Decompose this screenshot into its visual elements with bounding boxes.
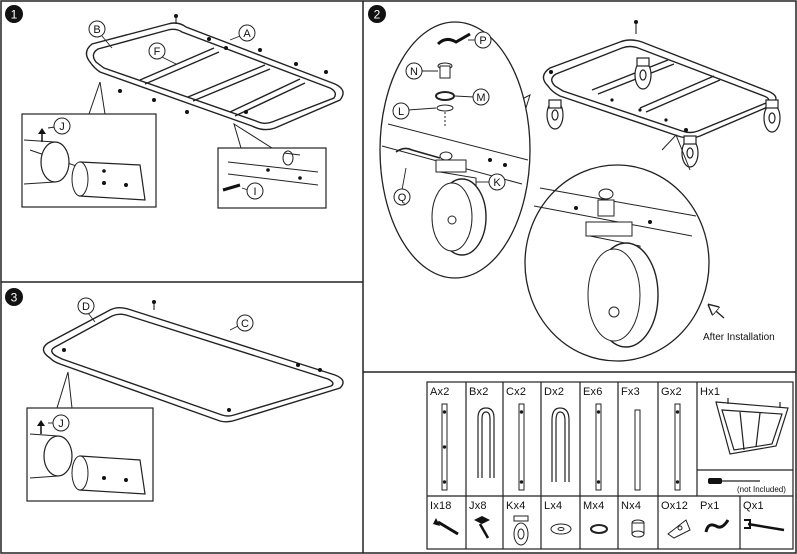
svg-text:N: N	[410, 66, 418, 78]
step-3-screws	[62, 300, 322, 412]
part-label-C: Cx2	[506, 386, 526, 398]
part-label-K: Kx4	[506, 500, 526, 512]
part-L-washer-icon	[550, 523, 572, 535]
step-1-screws	[118, 14, 328, 114]
callout-A: A	[229, 24, 256, 42]
step-2-panel: 2	[368, 5, 781, 362]
step-3-number: 3	[11, 291, 18, 305]
part-label-P: Px1	[700, 500, 720, 512]
callout-N: N	[405, 62, 438, 80]
svg-text:L: L	[398, 106, 404, 118]
step-1-zoom-left: J	[21, 81, 157, 208]
part-E-tube	[595, 403, 602, 491]
callout-J-step3: J	[48, 414, 70, 432]
step-1-panel: 1	[5, 5, 344, 209]
step-2-casters	[546, 57, 781, 168]
step-3-badge: 3	[5, 288, 23, 306]
part-O-clip-icon	[667, 519, 691, 539]
svg-text:P: P	[479, 35, 486, 47]
callout-K: K	[476, 173, 506, 191]
step-2-after-bubble	[524, 134, 710, 362]
part-G-tube	[674, 403, 681, 491]
part-label-O: Ox12	[661, 500, 688, 512]
part-label-G: Gx2	[661, 386, 682, 398]
screwdriver-icon	[708, 478, 760, 484]
part-I-screw-icon	[433, 518, 459, 536]
part-J-screw-icon	[474, 516, 490, 539]
svg-text:D: D	[82, 301, 90, 313]
part-label-L: Lx4	[544, 500, 562, 512]
step-3-zoom: J	[26, 371, 154, 502]
svg-text:K: K	[493, 177, 501, 189]
part-H-basket	[715, 398, 789, 455]
step-3-panel: 3 C D	[5, 288, 344, 502]
callout-D: D	[77, 297, 96, 323]
part-Q-wrench-icon	[744, 519, 785, 532]
step-2-exploded-bubble: P N M L K	[379, 21, 531, 279]
part-F-tube	[634, 409, 641, 491]
step-3-frame	[42, 307, 344, 423]
part-B-tube	[477, 407, 495, 478]
part-label-Q: Qx1	[743, 500, 764, 512]
svg-text:I: I	[253, 186, 256, 198]
step-2-badge: 2	[368, 5, 386, 23]
part-label-D: Dx2	[544, 386, 564, 398]
part-label-J: Jx8	[469, 500, 487, 512]
after-installation-arrow	[710, 306, 725, 319]
step-1-frame	[85, 22, 344, 131]
callout-J-step1: J	[47, 117, 71, 135]
part-label-N: Nx4	[621, 500, 641, 512]
svg-text:Q: Q	[398, 192, 407, 204]
svg-text:J: J	[59, 121, 65, 133]
callout-B: B	[88, 20, 113, 49]
callout-I: I	[241, 182, 264, 200]
tool-note: (not Included)	[737, 485, 786, 494]
callout-L: L	[392, 102, 437, 120]
step-1-number: 1	[11, 8, 18, 22]
step-2-number: 2	[374, 8, 381, 22]
part-M-lockwasher-icon	[590, 524, 608, 534]
part-label-A: Ax2	[430, 386, 450, 398]
part-label-I: Ix18	[430, 500, 452, 512]
after-installation-label: After Installation	[703, 332, 775, 343]
svg-text:B: B	[93, 24, 100, 36]
part-label-E: Ex6	[583, 386, 603, 398]
part-D-tube	[551, 407, 570, 482]
callout-P: P	[468, 31, 492, 49]
svg-text:F: F	[154, 46, 161, 58]
svg-text:M: M	[476, 92, 485, 104]
callout-M: M	[454, 88, 490, 106]
part-label-M: Mx4	[583, 500, 604, 512]
step-2-frame	[542, 39, 777, 139]
svg-text:A: A	[243, 28, 251, 40]
part-K-caster-icon	[513, 515, 529, 546]
callout-C: C	[229, 314, 254, 332]
part-A-tube	[441, 403, 448, 491]
step-2-screws	[549, 20, 688, 132]
svg-text:J: J	[58, 418, 64, 430]
callout-F: F	[148, 42, 177, 65]
part-label-F: Fx3	[621, 386, 640, 398]
step-1-zoom-right: I	[217, 122, 327, 209]
part-label-H: Hx1	[700, 386, 720, 398]
part-label-B: Bx2	[469, 386, 489, 398]
callout-Q: Q	[393, 167, 411, 206]
part-P-hook-icon	[704, 519, 730, 533]
part-C-tube	[518, 403, 525, 491]
step-1-badge: 1	[5, 5, 23, 23]
parts-table: Ax2 Bx2 Cx2 Dx2 Ex6 Fx3 Gx2 Hx1 Ix18 Jx8…	[426, 381, 794, 550]
svg-text:C: C	[241, 318, 249, 330]
part-N-cap-icon	[631, 519, 645, 538]
